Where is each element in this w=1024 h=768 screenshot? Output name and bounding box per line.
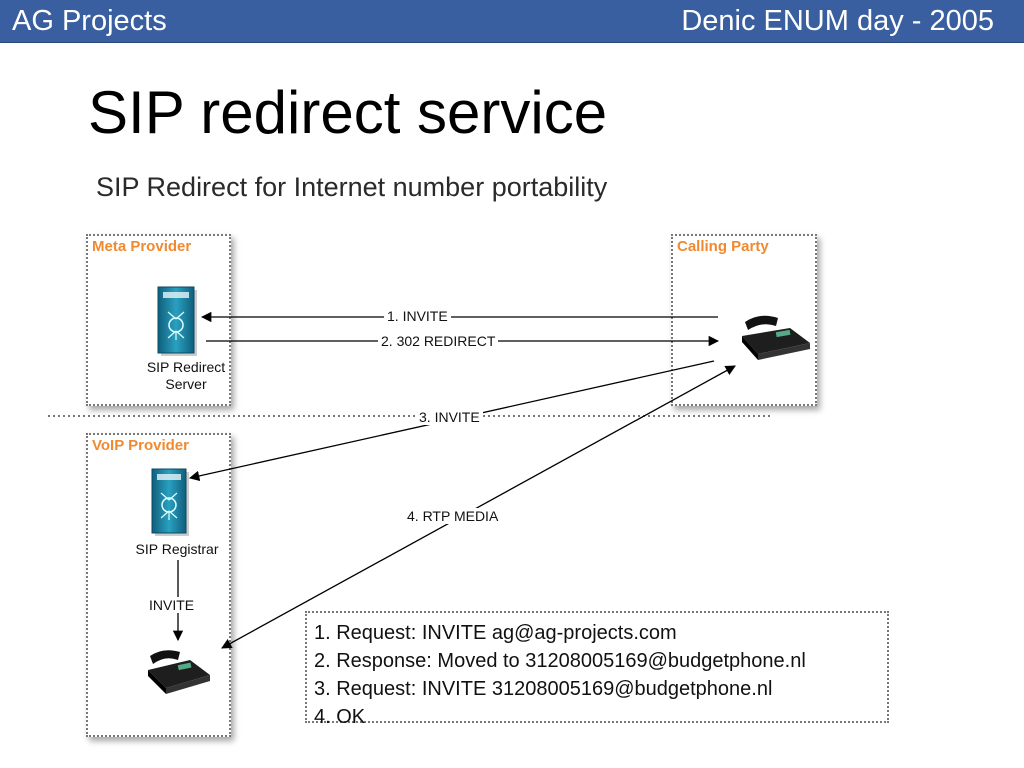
redirect-label-2: 2. 302 REDIRECT xyxy=(378,333,499,349)
invite-label-1: 1. INVITE xyxy=(384,308,451,324)
note-line: 1. Request: INVITE ag@ag-projects.com xyxy=(314,622,677,644)
voip-phone-icon xyxy=(148,650,210,694)
event-name: Denic ENUM day - 2005 xyxy=(681,5,994,37)
registrar-server-icon xyxy=(151,468,189,536)
calling-party-phone-icon xyxy=(742,315,810,360)
calling-party-label: Calling Party xyxy=(677,238,769,255)
company-name: AG Projects xyxy=(12,5,167,37)
redirect-server-icon xyxy=(157,286,197,356)
slide-title: SIP redirect service xyxy=(88,79,608,146)
calling-party-box: Calling Party xyxy=(671,234,817,406)
voip-provider-label: VoIP Provider xyxy=(92,437,189,454)
local-invite-label: INVITE xyxy=(146,597,198,613)
note-line: 2. Response: Moved to 31208005169@budget… xyxy=(314,650,806,672)
note-line: 4. OK xyxy=(314,706,366,728)
registrar-label: SIP Registrar xyxy=(135,541,219,557)
redirect-server-label: SIP Redirect Server xyxy=(146,359,226,392)
meta-provider-label: Meta Provider xyxy=(92,238,192,255)
note-line: 3. Request: INVITE 31208005169@budgetpho… xyxy=(314,678,773,700)
message-notes-box: 1. Request: INVITE ag@ag-projects.com 2.… xyxy=(305,611,889,728)
slide-header: AG Projects Denic ENUM day - 2005 xyxy=(0,0,1024,43)
rtp-media-label-4: 4. RTP MEDIA xyxy=(404,508,502,524)
diagram-title: SIP Redirect for Internet number portabi… xyxy=(96,172,608,202)
invite-label-3: 3. INVITE xyxy=(416,409,483,425)
rtp-media-arrow-4 xyxy=(221,365,736,649)
